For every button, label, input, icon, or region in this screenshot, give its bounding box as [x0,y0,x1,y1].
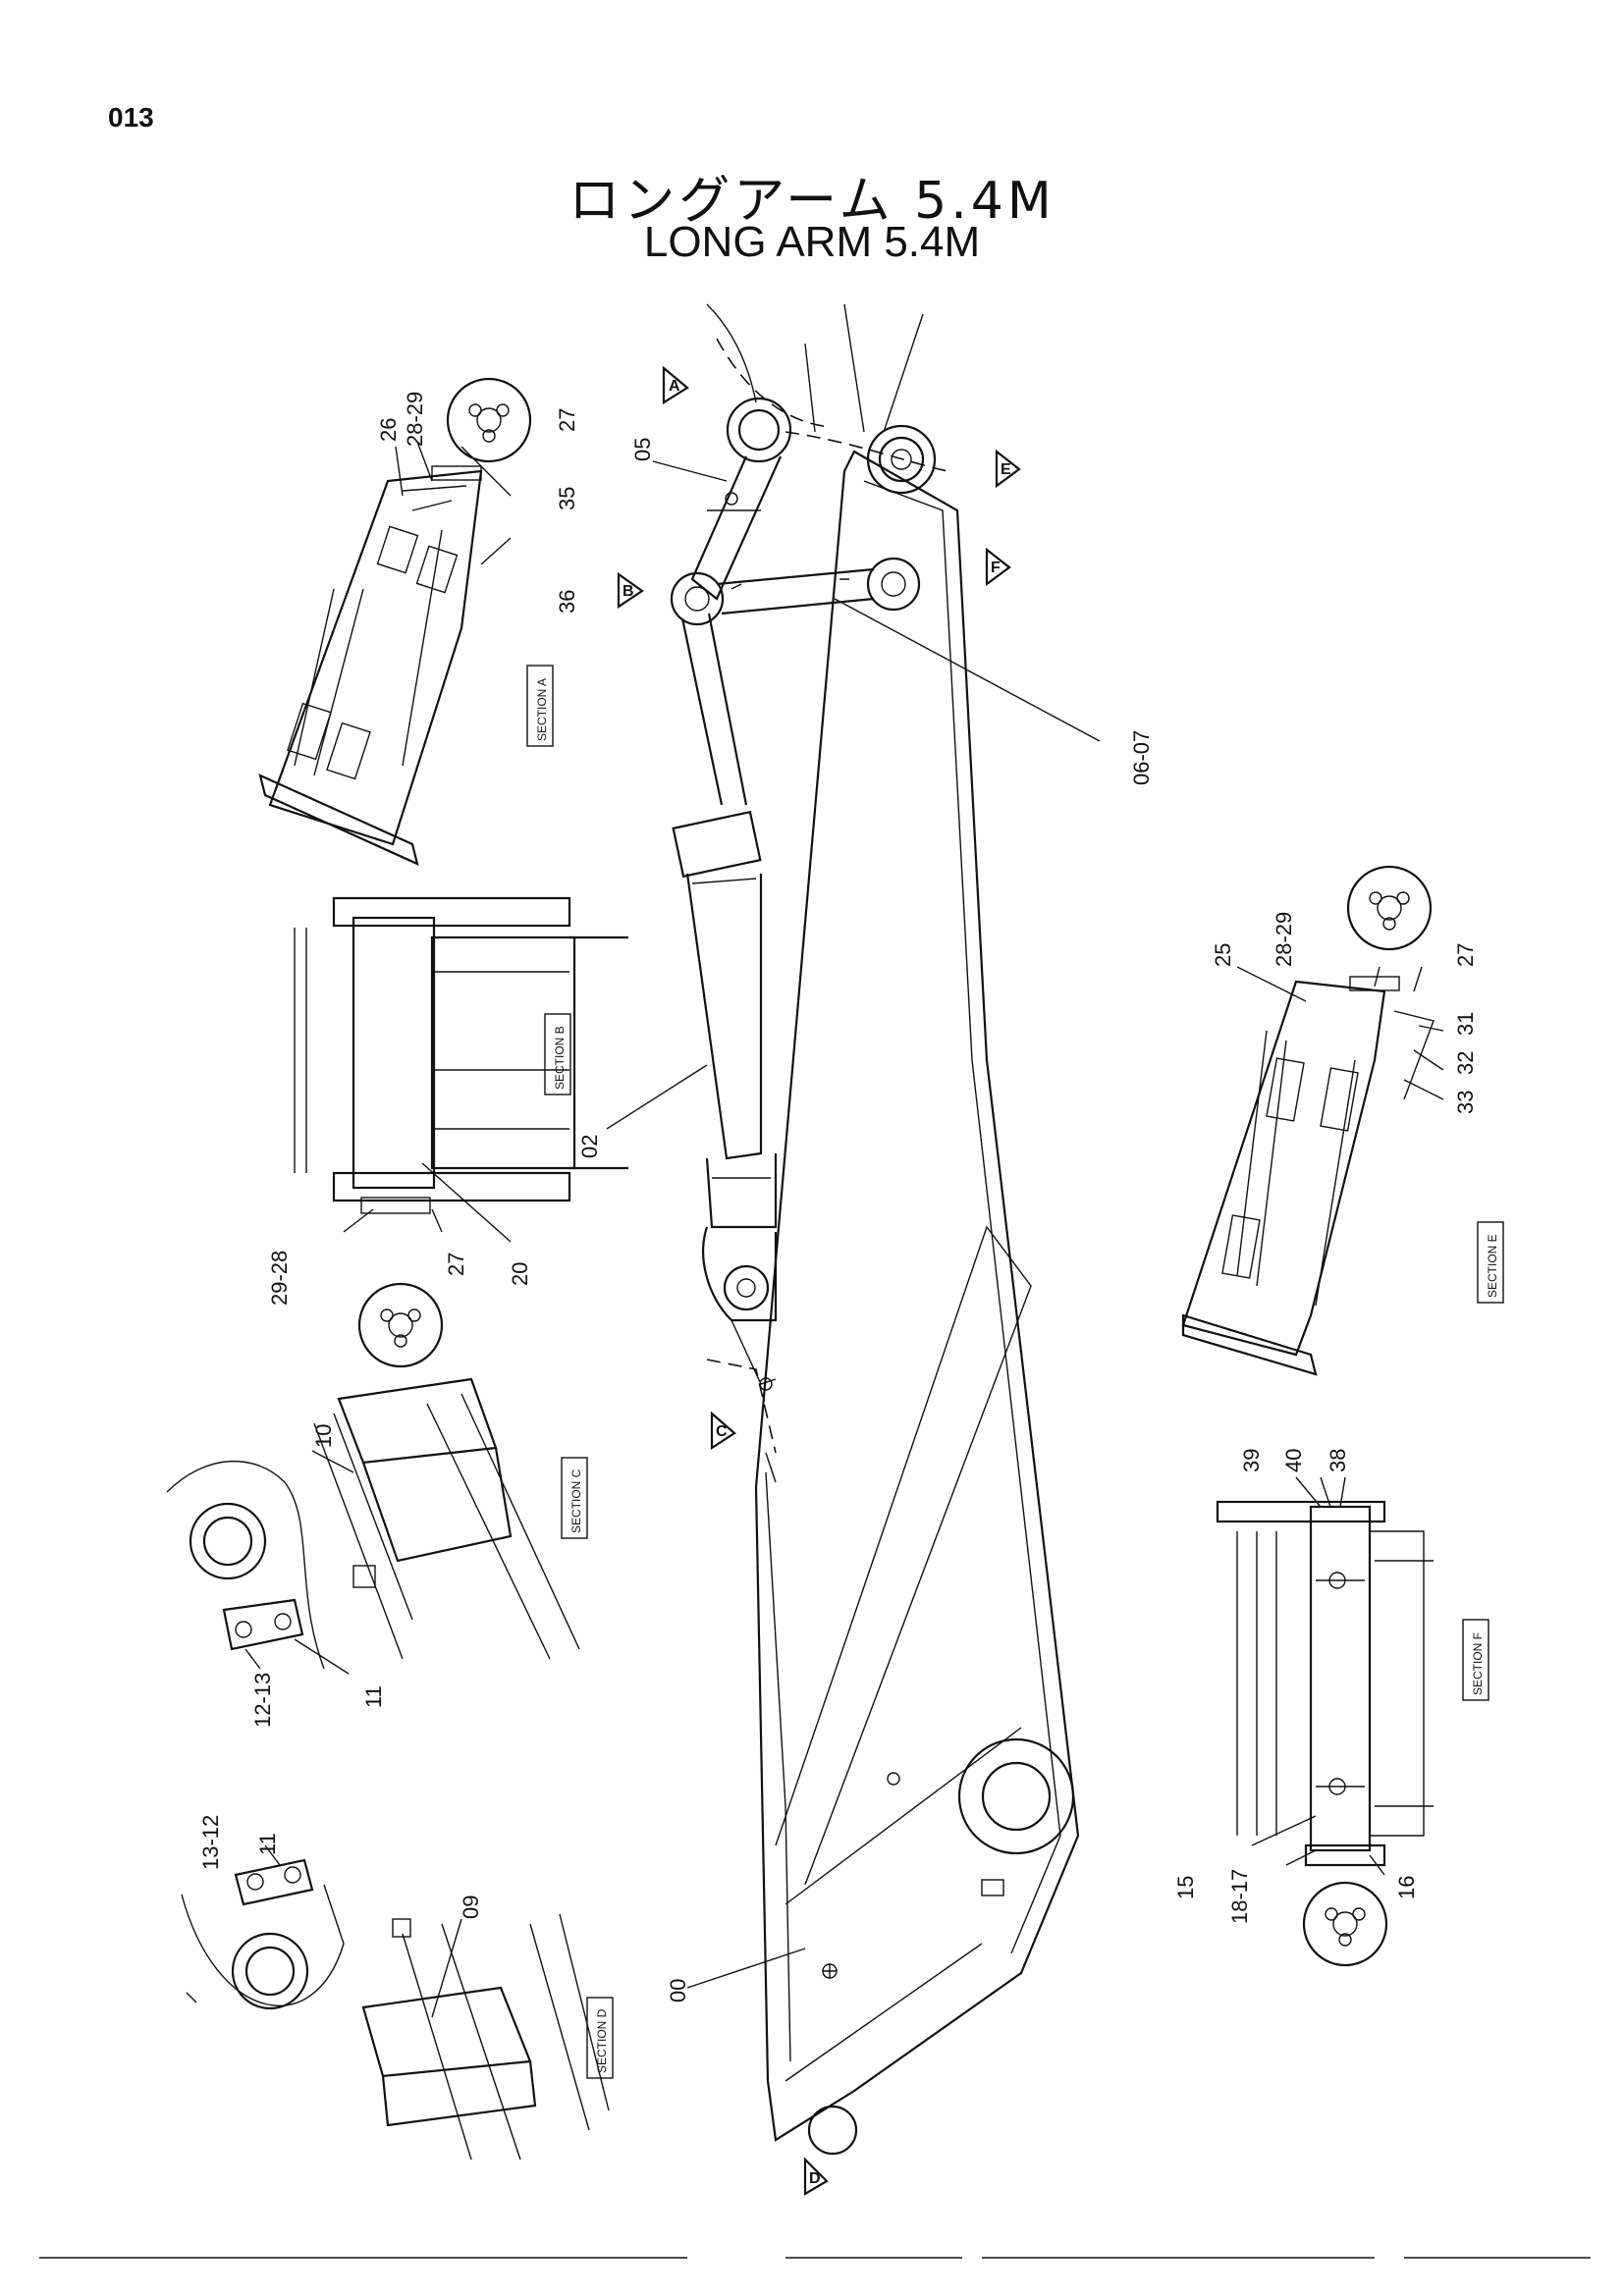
callout-15: 15 [1173,1876,1198,1899]
marker-b: B [623,583,634,600]
callout-40: 40 [1281,1449,1306,1472]
callout-32: 32 [1453,1051,1478,1075]
callout-02: 02 [577,1135,602,1158]
marker-e: E [1001,461,1011,478]
title-japanese: ロングアーム 5.4M [568,172,1056,231]
arm-cylinder [672,613,778,1483]
callout-11-a: 11 [361,1685,386,1708]
callout-leaders [606,460,1101,1989]
marker-f: F [991,560,1001,576]
section-boxes [526,665,1504,2079]
section-f-view [1216,1476,1434,1967]
section-d-view [181,1844,610,2161]
callout-39: 39 [1239,1449,1264,1472]
callout-31: 31 [1453,1012,1478,1036]
callout-28-29-e: 28-29 [1272,912,1296,967]
section-f-label: SECTION F [1471,1632,1485,1695]
title-english: LONG ARM 5.4M [643,218,981,266]
callout-35: 35 [555,487,579,510]
callout-26: 26 [376,418,401,442]
callout-05: 05 [630,438,655,461]
upper-linkage [670,303,948,626]
marker-a: A [669,378,680,395]
callout-20: 20 [508,1262,532,1286]
callout-36: 36 [555,590,579,614]
section-e-label: SECTION E [1486,1234,1499,1298]
callout-06-07: 06-07 [1129,730,1154,785]
callout-16: 16 [1394,1876,1419,1899]
callout-09: 09 [459,1896,483,1919]
callout-18-17: 18-17 [1227,1869,1252,1924]
callout-27-a: 27 [555,408,579,432]
marker-d: D [809,2170,821,2187]
callout-12-13-a: 12-13 [250,1673,275,1728]
section-b-label: SECTION B [553,1026,567,1090]
section-markers [617,365,1021,2196]
page-number: 013 [108,102,154,133]
callout-13-12-b: 13-12 [198,1815,223,1870]
callout-10: 10 [311,1424,336,1448]
section-b-view [294,896,628,1368]
callout-25: 25 [1211,943,1235,967]
section-a-label: SECTION A [535,678,549,741]
main-arm-body [754,450,1080,2156]
callout-28-29-a: 28-29 [403,392,427,447]
callout-27-e: 27 [1453,943,1478,967]
callout-29-28-b: 29-28 [267,1251,292,1306]
callout-27-b: 27 [444,1253,468,1276]
callout-33: 33 [1453,1091,1478,1114]
callout-00: 00 [666,1979,690,2002]
callout-11-b: 11 [255,1833,280,1855]
section-e-view [1181,865,1444,1376]
section-d-label: SECTION D [595,2008,609,2073]
marker-c: C [716,1423,728,1440]
callout-38: 38 [1326,1449,1350,1472]
section-a-view [258,377,532,866]
section-c-view [166,1377,580,1675]
section-c-label: SECTION C [569,1468,583,1533]
